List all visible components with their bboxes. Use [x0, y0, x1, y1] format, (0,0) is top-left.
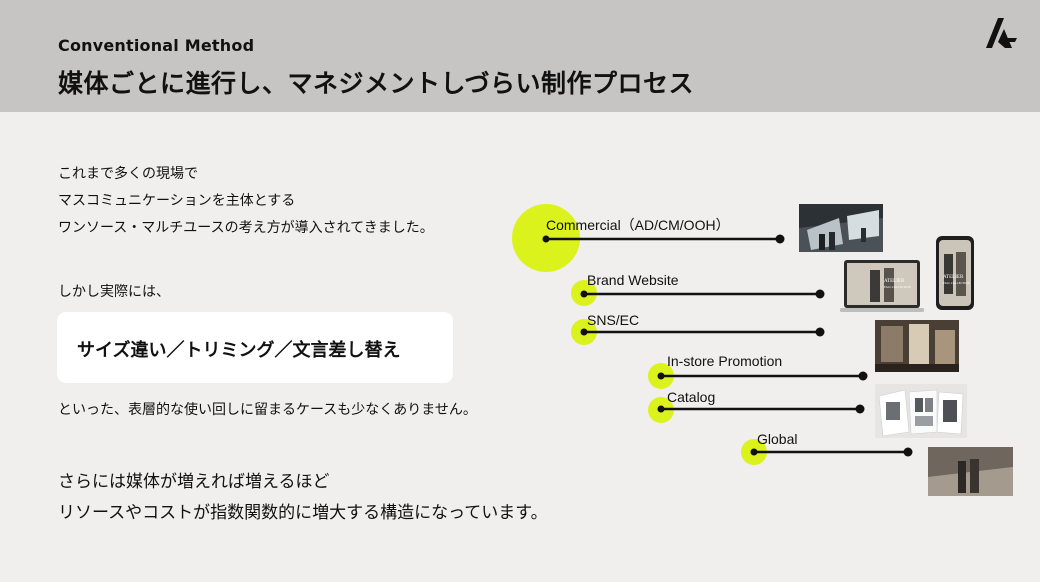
end-node — [858, 371, 868, 381]
website-mockup: ATELIER FALL COLLECTION ATELIER FALL COL… — [840, 236, 974, 312]
start-node — [657, 372, 665, 380]
end-node — [903, 447, 913, 457]
brand-logo-icon — [986, 18, 1017, 48]
end-node — [775, 234, 785, 244]
channel-sns-ec: SNS/EC — [571, 312, 959, 372]
start-node — [657, 405, 665, 413]
channel-label: Commercial（AD/CM/OOH） — [546, 217, 730, 233]
however-text: しかし実際には、 — [58, 284, 170, 300]
mockup-text: ATELIER — [943, 275, 964, 280]
intro-line: ワンソース・マルチユースの考え方が導入されてきました。 — [58, 220, 434, 236]
start-node — [750, 448, 758, 456]
header-band: Conventional Method 媒体ごとに進行し、マネジメントしづらい制… — [0, 0, 1040, 112]
channel-label: Global — [757, 431, 797, 447]
intro-line: マスコミュニケーションを主体とする — [58, 193, 296, 209]
sns-photo — [875, 320, 959, 372]
section-kicker: Conventional Method — [58, 36, 255, 55]
end-node — [815, 289, 825, 299]
start-node — [580, 290, 588, 298]
outro-paragraph: さらには媒体が増えれば増えるほど リソースやコストが指数関数的に増大する構造にな… — [58, 467, 548, 529]
channel-label: In-store Promotion — [667, 353, 782, 369]
catalog-mockup — [875, 384, 967, 438]
channel-brand-website: Brand Website ATELIER FALL COLLECTION AT… — [571, 236, 974, 312]
start-node — [542, 235, 550, 243]
channel-commercial: Commercial（AD/CM/OOH） — [512, 204, 883, 272]
channel-label: Brand Website — [587, 272, 679, 288]
global-photo — [928, 447, 1013, 496]
channel-label: SNS/EC — [587, 312, 639, 328]
highlight-box: サイズ違い／トリミング／文言差し替え — [57, 312, 453, 383]
end-node — [815, 327, 825, 337]
after-text: といった、表層的な使い回しに留まるケースも少なくありません。 — [58, 402, 477, 418]
highlight-text: サイズ違い／トリミング／文言差し替え — [77, 340, 401, 361]
intro-paragraph: これまで多くの現場で マスコミュニケーションを主体とする ワンソース・マルチユー… — [58, 161, 434, 242]
mockup-text: FALL COLLECTION — [884, 285, 912, 289]
commercial-photo — [799, 204, 883, 252]
channel-in-store-promotion: In-store Promotion — [648, 353, 868, 389]
end-node — [855, 404, 865, 414]
channel-label: Catalog — [667, 389, 715, 405]
outro-line: リソースやコストが指数関数的に増大する構造になっています。 — [58, 503, 548, 523]
channel-global: Global — [741, 431, 1013, 496]
page-title: 媒体ごとに進行し、マネジメントしづらい制作プロセス — [58, 69, 695, 98]
outro-line: さらには媒体が増えれば増えるほど — [58, 472, 330, 492]
mockup-text: ATELIER — [884, 279, 905, 284]
mockup-text: FALL COLLECTION — [943, 281, 971, 285]
channel-catalog: Catalog — [648, 384, 967, 438]
start-node — [580, 328, 588, 336]
intro-line: これまで多くの現場で — [58, 166, 198, 182]
